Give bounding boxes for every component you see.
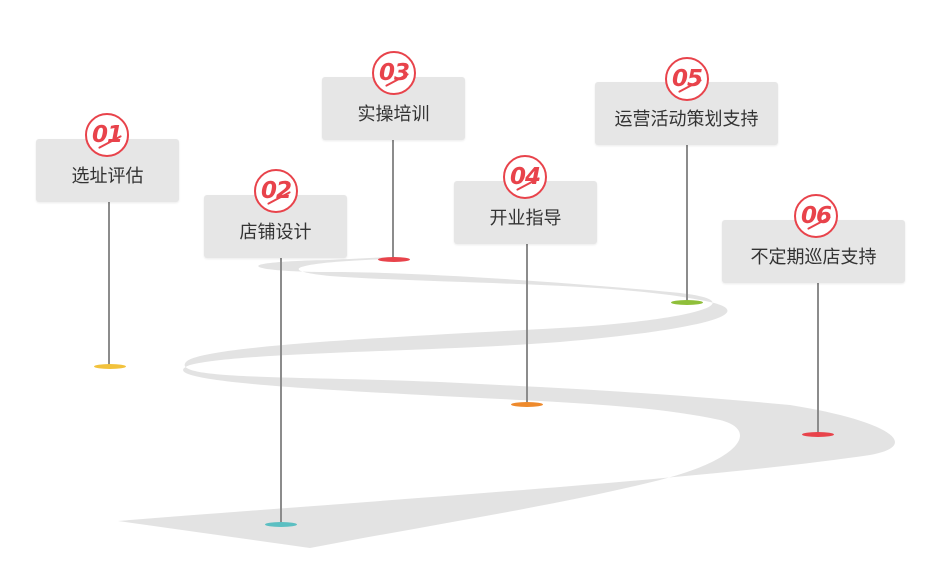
step-02-number: 02: [260, 178, 292, 204]
pole-step-06: [817, 282, 819, 434]
step-01-label: 选址评估: [71, 166, 144, 187]
pole-step-02: [280, 256, 282, 524]
pole-step-01: [108, 198, 110, 366]
step-06-label: 不定期巡店支持: [750, 247, 877, 268]
step-03-badge: 03: [372, 51, 416, 95]
step-05-label: 运营活动策划支持: [614, 109, 759, 130]
step-02-label: 店铺设计: [239, 222, 312, 243]
step-04-badge: 04: [503, 155, 547, 199]
step-02-badge: 02: [254, 169, 298, 213]
step-01-badge: 01: [85, 113, 129, 157]
pole-step-04: [526, 242, 528, 404]
base-dot-step-05: [671, 300, 703, 305]
base-dot-step-03: [378, 257, 410, 262]
base-dot-step-04: [511, 402, 543, 407]
step-05-number: 05: [671, 66, 703, 92]
step-06-number: 06: [800, 203, 832, 229]
step-05-badge: 05: [665, 57, 709, 101]
base-dot-step-01: [94, 364, 126, 369]
base-dot-step-02: [265, 522, 297, 527]
pole-step-03: [392, 138, 394, 259]
step-04-number: 04: [509, 164, 541, 190]
step-01-number: 01: [91, 122, 123, 148]
step-04-label: 开业指导: [489, 208, 562, 229]
step-06-badge: 06: [794, 194, 838, 238]
road-band: [118, 257, 895, 548]
base-dot-step-06: [802, 432, 834, 437]
step-03-label: 实操培训: [357, 104, 430, 125]
step-03-number: 03: [378, 60, 410, 86]
pole-step-05: [686, 144, 688, 302]
